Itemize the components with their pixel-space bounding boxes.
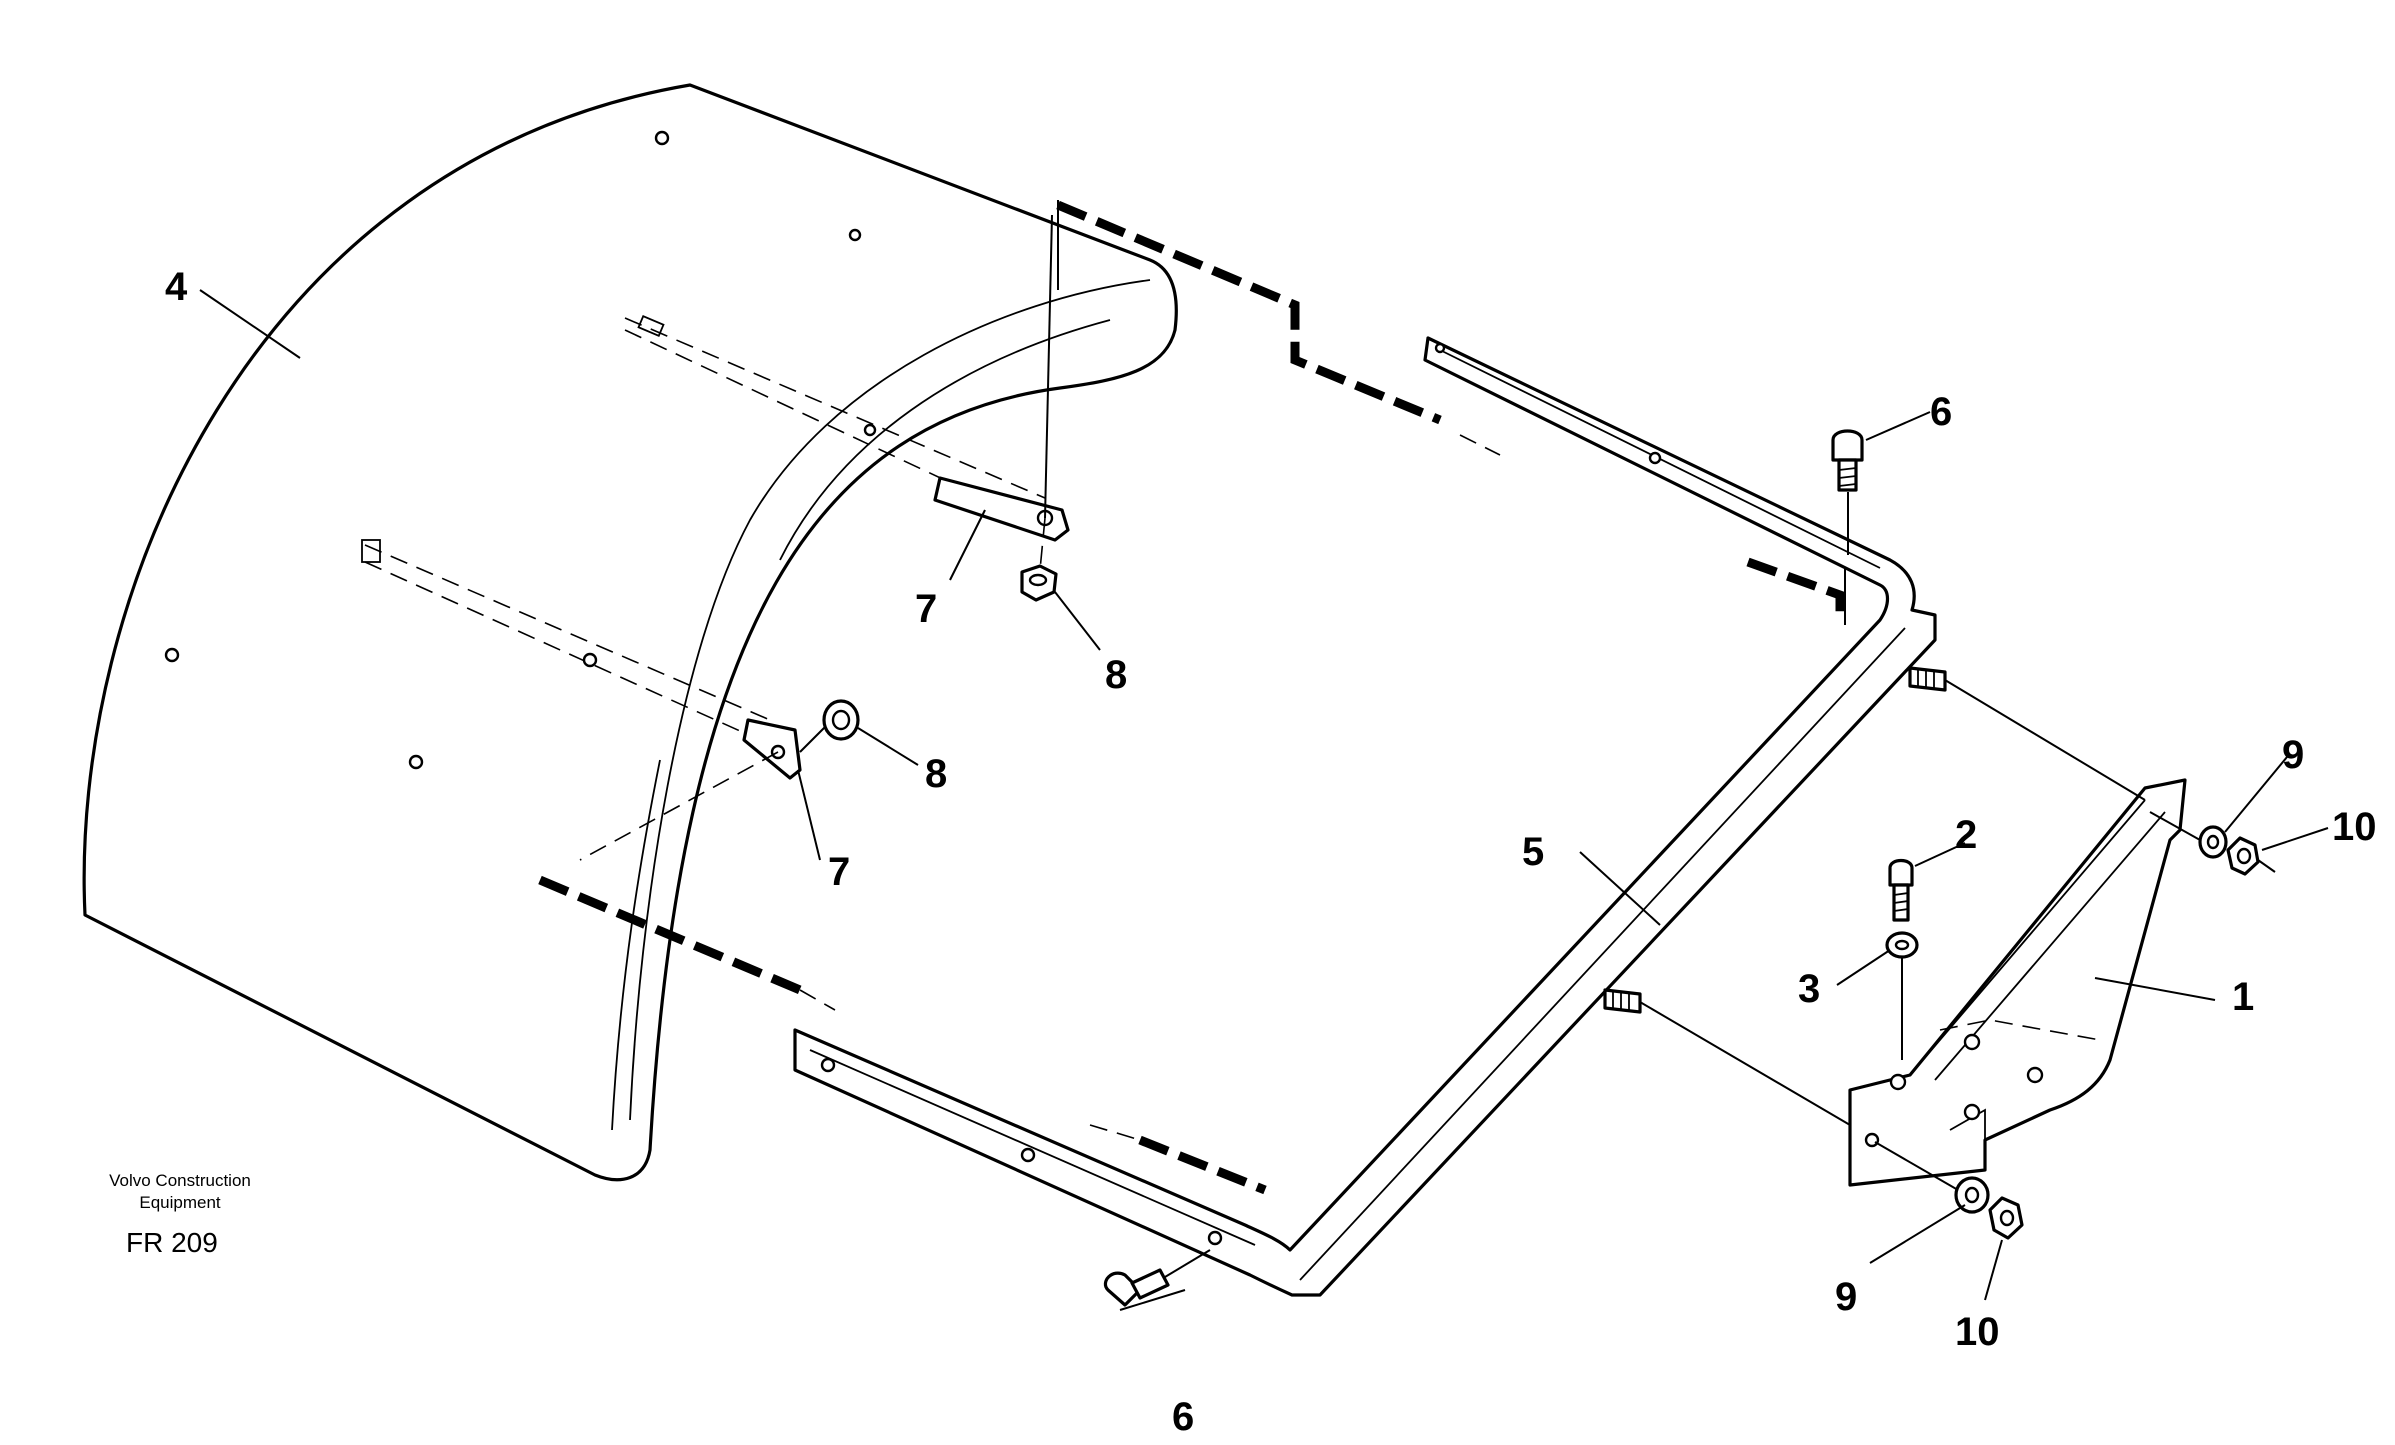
nut-part-8-lower [822,699,860,741]
callout-5: 5 [1522,830,1544,874]
callout-8-upper: 8 [1105,653,1127,697]
fender-part-4 [82,83,1178,1182]
washer-part-9-lower [1954,1176,1990,1214]
frame-studs [1603,666,1947,1014]
figure-code: FR 209 [126,1227,218,1258]
callout-2: 2 [1955,813,1977,857]
strap-part-7-upper [933,476,1070,542]
bolt-part-6-upper [1831,429,1864,492]
bolt-part-6-lower [1103,1268,1170,1307]
callout-7-upper: 7 [915,587,937,631]
callout-9-upper: 9 [2282,733,2304,777]
bracket-part-1 [1848,778,2187,1187]
nut-part-10-upper [2226,836,2260,876]
strap-part-7-lower [742,718,802,780]
nut-part-8-upper [1020,564,1058,602]
callout-6-lower: 6 [1172,1395,1194,1439]
brand-line-1: Volvo Construction [109,1171,251,1190]
callout-4: 4 [165,265,188,309]
callout-1: 1 [2232,975,2254,1019]
frame-part-5 [793,336,1937,1297]
callout-6-upper: 6 [1930,390,1952,434]
frame-phantom-lines [538,200,1846,1195]
callout-10-lower: 10 [1955,1310,2000,1354]
callout-3: 3 [1798,967,1820,1011]
brand-line-2: Equipment [139,1193,221,1212]
washer-part-9-upper [2198,825,2228,859]
leader-lines [199,289,2329,1311]
callout-10-upper: 10 [2332,805,2377,849]
callout-7-lower: 7 [828,850,850,894]
bolt-part-2 [1888,858,1914,922]
washer-part-3 [1885,931,1919,959]
nut-part-10-lower [1988,1196,2024,1240]
callout-8-lower: 8 [925,752,947,796]
callout-9-lower: 9 [1835,1275,1857,1319]
